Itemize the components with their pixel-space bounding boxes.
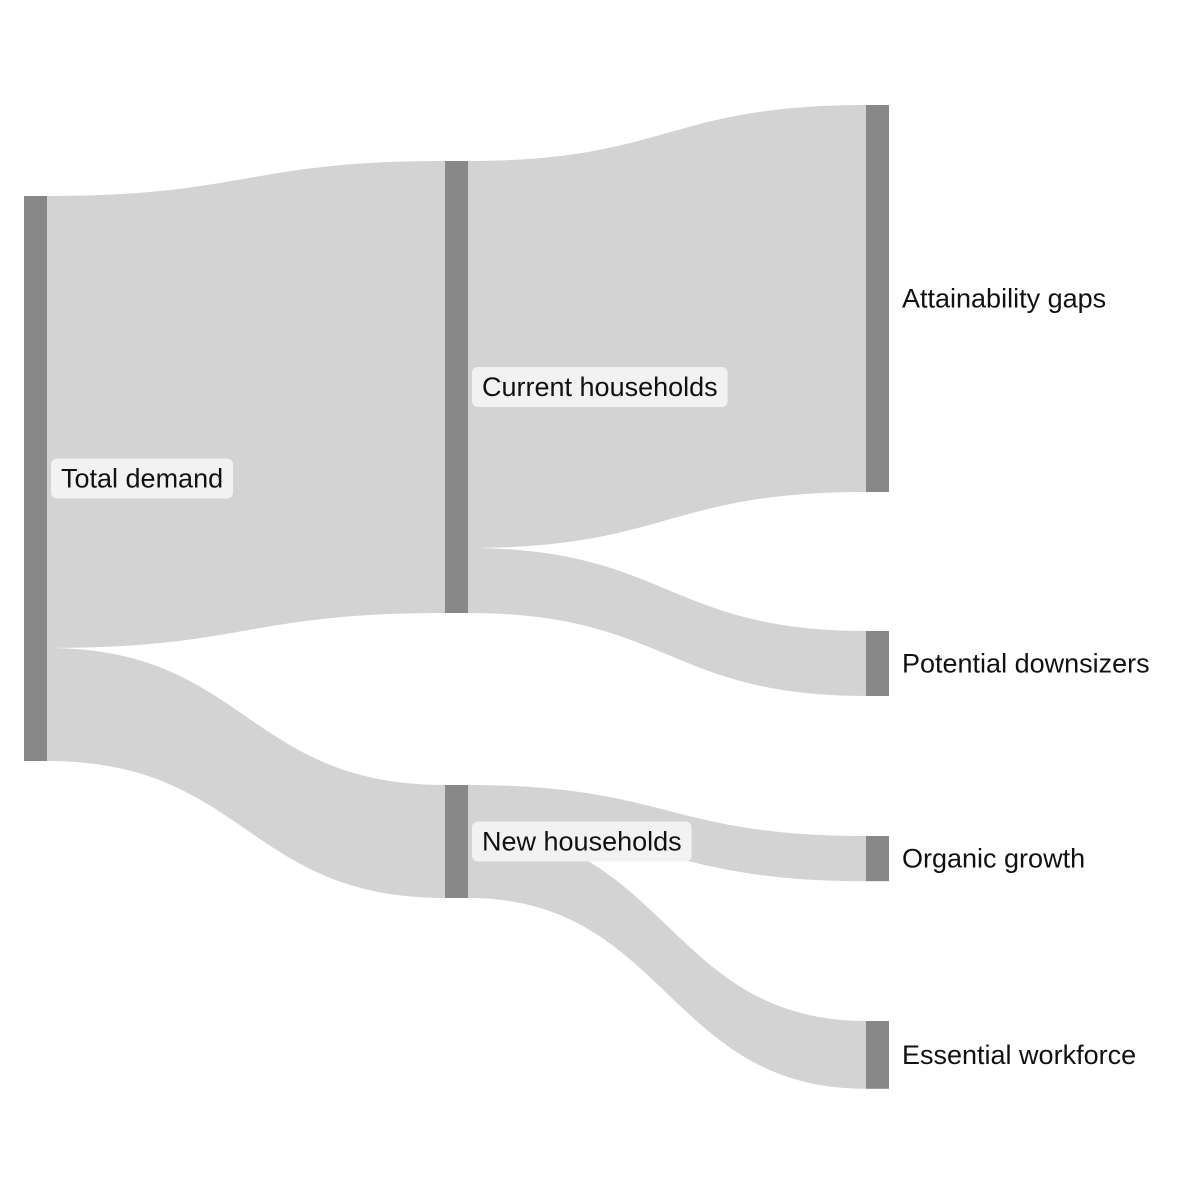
- link-total-demand-to-current-households: [47, 161, 445, 648]
- label-essential-workforce: Essential workforce: [902, 1040, 1136, 1070]
- link-current-households-to-potential-downsizers: [468, 548, 866, 696]
- link-current-households-to-attainability-gaps: [468, 105, 866, 549]
- label-box-current-households: [472, 367, 728, 407]
- node-organic-growth: [866, 836, 889, 882]
- label-current-households: Current households: [482, 372, 718, 402]
- node-current-households: [445, 161, 468, 613]
- label-total-demand: Total demand: [61, 464, 223, 494]
- label-new-households: New households: [482, 827, 682, 857]
- label-potential-downsizers: Potential downsizers: [902, 648, 1150, 678]
- node-potential-downsizers: [866, 631, 889, 696]
- link-total-demand-to-new-households: [47, 648, 445, 898]
- node-essential-workforce: [866, 1021, 889, 1089]
- node-new-households: [445, 785, 468, 898]
- node-total-demand: [24, 196, 47, 761]
- link-new-households-to-essential-workforce: [468, 830, 866, 1089]
- label-attainability-gaps: Attainability gaps: [902, 284, 1106, 314]
- label-box-new-households: [472, 821, 692, 862]
- node-attainability-gaps: [866, 105, 889, 493]
- nodes-layer: [24, 105, 889, 1089]
- label-box-total-demand: [51, 458, 234, 499]
- label-organic-growth: Organic growth: [902, 844, 1085, 874]
